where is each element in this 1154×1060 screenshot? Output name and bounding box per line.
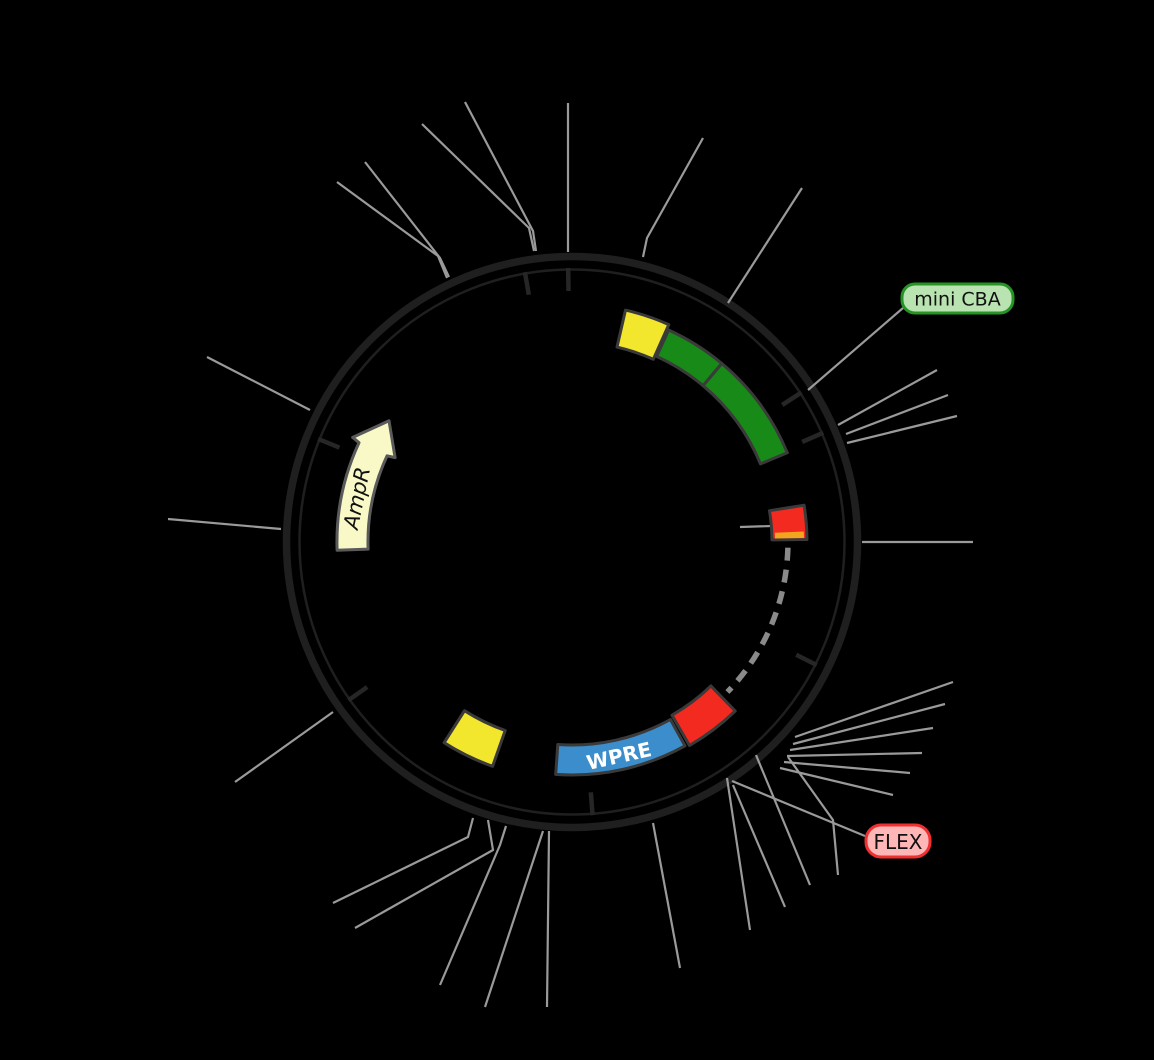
site-line-bottom-left-2 (354, 819, 495, 929)
site-line-right-3 (846, 414, 958, 445)
site-line-cluster-fan-3 (786, 751, 923, 758)
site-line-upper-right-2 (641, 137, 704, 258)
plasmid-backbone-outer-ring (282, 252, 862, 832)
site-line-bottom-1 (483, 830, 545, 1008)
site-tick-6 (347, 685, 369, 703)
site-line-bottom-left-3 (438, 825, 508, 986)
site-line-cluster-down-1 (725, 777, 752, 931)
site-tick-5 (588, 792, 595, 816)
dashed-connector (725, 547, 791, 694)
site-line-top-left-2 (464, 101, 538, 252)
site-line-upper-left-1 (206, 356, 311, 411)
ampr-arrow (335, 419, 397, 552)
mini-cba-label-pill[interactable] (900, 282, 1015, 315)
site-tick-7 (317, 436, 341, 450)
site-line-cluster-fan-6 (794, 680, 954, 739)
site-line-cluster-fan-5 (792, 702, 946, 746)
site-tick-4 (795, 652, 818, 668)
flex-label-pill[interactable] (864, 823, 932, 859)
flex-label-text: FLEX (874, 830, 923, 854)
green-arc-seg-2 (701, 362, 789, 466)
plasmid-backbone-inner-ring (298, 268, 846, 816)
site-line-right-2 (845, 393, 949, 436)
yellow-box-bottom (442, 709, 507, 768)
red-box-east (768, 503, 809, 542)
wpre-arc (554, 718, 687, 777)
site-tick-0 (522, 271, 532, 296)
site-line-cluster-down-2 (731, 784, 787, 908)
site-line-top-left-4 (364, 161, 450, 278)
mini-cba-label-text: mini CBA (914, 289, 1000, 311)
site-line-right-1 (837, 369, 938, 426)
site-tick-2 (781, 390, 803, 407)
site-line-cluster-fan-1 (779, 766, 894, 797)
red-box-bottom (670, 684, 737, 747)
mini-cba-leader (807, 307, 904, 391)
site-line-bottom-2 (545, 830, 551, 1008)
yellow-box-top (615, 308, 671, 361)
site-line-cluster-down-3 (754, 754, 812, 886)
site-line-cluster-fan-2 (783, 760, 911, 775)
site-line-lower-left (234, 711, 334, 783)
site-line-top-left-1 (421, 123, 536, 252)
site-tick-3 (801, 430, 825, 444)
flex-leader (731, 779, 866, 838)
orange-strip (774, 531, 804, 539)
site-line-cluster-fan-4 (789, 726, 934, 752)
site-line-bottom-left-1 (332, 817, 475, 904)
site-line-cluster-down-4 (787, 756, 840, 876)
site-line-upper-right-1 (727, 187, 803, 304)
red-box-east-leader (739, 524, 773, 529)
site-line-left (167, 517, 282, 531)
site-line-bottom-3 (651, 822, 682, 969)
